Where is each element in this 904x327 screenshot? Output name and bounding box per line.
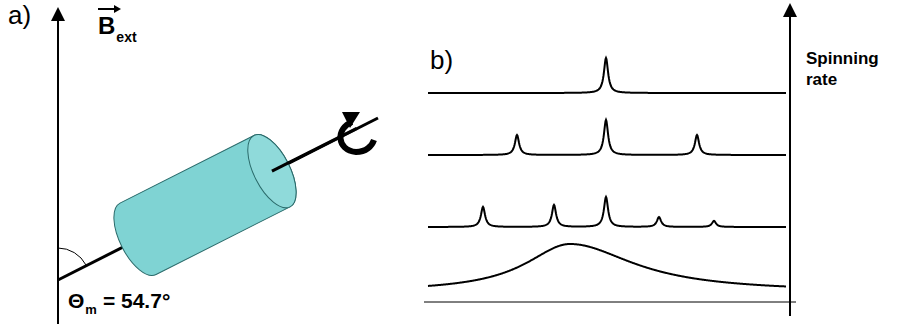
angle-subscript: m: [85, 303, 97, 316]
rotation-arrow-head: [342, 112, 360, 128]
angle-symbol: Θ: [68, 290, 84, 311]
rotation-arrow: [340, 122, 374, 152]
panel-letter: a): [8, 2, 31, 28]
axis-label: Spinning rate: [806, 48, 886, 91]
rotor-cylinder: [104, 93, 375, 283]
spectra: [428, 58, 786, 286]
baseline: [424, 302, 796, 303]
angle-arc: [58, 248, 86, 265]
field-symbol: B: [98, 14, 115, 38]
field-axis: [57, 14, 59, 324]
vector-arrow-head: [114, 5, 121, 13]
spectrum-trace: [428, 120, 786, 155]
field-subscript: ext: [116, 30, 136, 44]
spinning-rate-axis: [789, 10, 791, 316]
spectrum-trace: [428, 58, 786, 93]
spectrum-trace: [428, 244, 786, 286]
panel-letter: b): [430, 47, 453, 73]
spectrum-trace: [428, 197, 786, 227]
angle-value: = 54.7°: [103, 290, 170, 311]
